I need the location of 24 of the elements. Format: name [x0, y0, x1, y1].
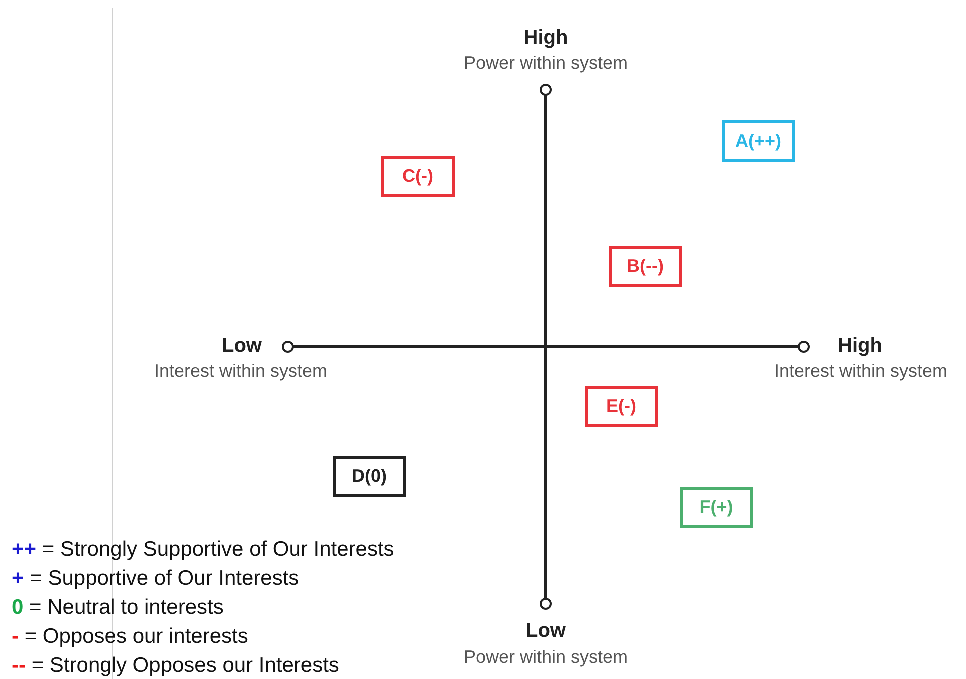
stakeholder-box: C(-): [381, 156, 455, 197]
stakeholder-box: A(++): [722, 120, 795, 162]
axis-end-label: High: [524, 27, 568, 50]
legend-symbol: +: [12, 567, 24, 590]
stakeholder-box: E(-): [585, 386, 658, 427]
axis-title: Power within system: [464, 53, 628, 74]
legend-symbol: ++: [12, 538, 37, 561]
legend-text: = Neutral to interests: [28, 596, 224, 619]
axis-end-label: High: [838, 335, 882, 358]
legend-symbol: 0: [12, 596, 24, 619]
legend-text: = Strongly Opposes our Interests: [30, 654, 340, 677]
axis-title: Power within system: [464, 647, 628, 668]
legend-symbol: -: [12, 625, 19, 648]
stakeholder-box: D(0): [333, 456, 406, 497]
legend-text: = Opposes our interests: [24, 625, 248, 648]
legend-symbol: --: [12, 654, 26, 677]
axis-title: Interest within system: [154, 361, 328, 382]
axis-end-label: Low: [222, 335, 262, 358]
legend-text: = Supportive of Our Interests: [29, 567, 300, 590]
stakeholder-box: B(--): [609, 246, 682, 287]
axis-title: Interest within system: [774, 361, 948, 382]
axis-end-label: Low: [526, 620, 566, 643]
legend-text: = Strongly Supportive of Our Interests: [41, 538, 394, 561]
stakeholder-box: F(+): [680, 487, 753, 528]
